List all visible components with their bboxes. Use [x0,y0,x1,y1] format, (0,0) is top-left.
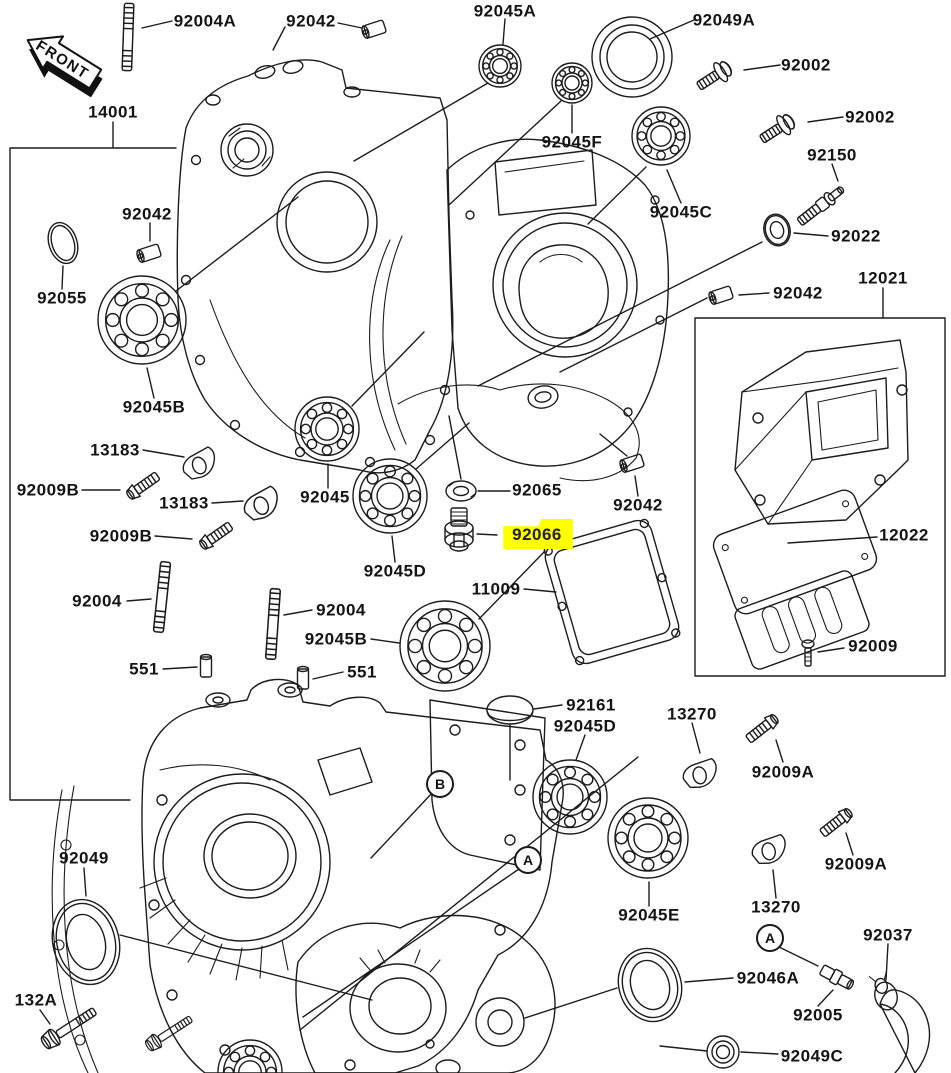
part-label-92009a-2[interactable]: 92009A [824,854,888,874]
part-label-92004-2[interactable]: 92004 [316,600,366,620]
seals-art [47,16,931,1073]
part-label-92004[interactable]: 92004 [72,591,122,611]
reed-valve-box-12021 [694,317,946,677]
part-label-92049[interactable]: 92049 [59,848,109,868]
part-label-92002[interactable]: 92002 [781,55,831,75]
collar-92042-top [359,19,388,40]
seal-92049a [591,16,673,98]
part-label-132a[interactable]: 132A [14,990,58,1010]
screw-92009a-1 [743,711,782,746]
part-label-92045e[interactable]: 92045E [618,905,680,925]
part-label-92037[interactable]: 92037 [863,925,913,945]
part-label-12022[interactable]: 12022 [879,525,929,545]
bearing-92045d-mid [351,457,429,535]
clamp-92037 [868,970,898,1011]
part-label-92009b-2[interactable]: 92009B [89,526,153,546]
part-label-92045[interactable]: 92045 [300,487,350,507]
part-label-92004a[interactable]: 92004A [173,11,237,31]
washer-92022 [763,213,791,247]
fitting-92005 [817,962,857,993]
oring-92055 [47,221,79,265]
crankcase-upper-right-art [397,138,670,482]
seal-92049 [51,898,121,986]
part-label-92045c[interactable]: 92045C [649,202,713,222]
part-label-92005[interactable]: 92005 [793,1005,843,1025]
part-label-551-2[interactable]: 551 [347,662,377,682]
ref-badge-b: B [426,770,454,798]
part-label-11009[interactable]: 11009 [471,579,521,599]
stud-92004a [121,2,135,72]
screw-92009-art [801,639,815,667]
screw-92009b-1 [123,469,163,503]
part-label-92045a[interactable]: 92045A [473,1,537,21]
bolt-92002-2 [755,109,800,150]
stud-92004-mid [264,587,282,661]
seal-92049c [706,1035,740,1069]
part-label-92042-2[interactable]: 92042 [122,204,172,224]
gasket-11009-art [543,518,681,666]
bracket-13270-2 [749,829,788,868]
leader-lines [39,18,889,1055]
bracket-13183-2 [243,485,278,521]
part-label-92045d-2[interactable]: 92045D [553,716,617,736]
part-label-92161[interactable]: 92161 [566,695,616,715]
cap-92065 [445,480,477,502]
hose-art [879,989,931,1073]
part-label-92042-4[interactable]: 92042 [613,495,663,515]
bearing-92045 [293,395,361,463]
screw-92009a-2 [817,805,856,840]
front-arrow: FRONT [26,35,103,98]
crankcase-upper-left-art [176,59,454,474]
bearing-92045c [630,105,692,167]
bracket-13183-1 [182,446,216,480]
part-label-92042[interactable]: 92042 [286,11,336,31]
part-label-13183[interactable]: 13183 [90,440,140,460]
part-label-92022[interactable]: 92022 [831,226,881,246]
part-label-92049a[interactable]: 92049A [692,10,756,30]
bolt-92002-1 [692,56,737,97]
part-label-92042-3[interactable]: 92042 [773,283,823,303]
bearing-92045a [478,44,522,88]
pin-551-left [199,653,213,678]
bearing-92045d-lower [531,758,609,836]
part-label-551[interactable]: 551 [129,659,159,679]
part-label-92049c[interactable]: 92049C [780,1046,844,1066]
bolt-132a [37,1002,101,1053]
bracket-13270-1 [680,753,719,792]
screw-92009b-2 [196,519,236,553]
bearing-92045f [551,62,593,104]
part-label-92045b-2[interactable]: 92045B [304,629,368,649]
bolt-92150 [794,182,848,229]
bearing-92045b-upper [96,274,188,366]
collar-92042-left [134,243,163,264]
ref-badge-a: A [514,846,542,874]
part-label-92009a[interactable]: 92009A [751,762,815,782]
leader-14001 [9,121,177,801]
part-label-92046a[interactable]: 92046A [736,968,800,988]
plug-92066-art [444,507,474,552]
part-label-92045d[interactable]: 92045D [363,561,427,581]
collar-92042-right [706,285,735,306]
stud-92004-left [152,560,172,634]
crankcase-lower-art [51,678,564,1073]
part-label-13270-2[interactable]: 13270 [751,897,801,917]
part-label-13270[interactable]: 13270 [667,704,717,724]
seal-92046a [617,947,683,1023]
part-label-92002-2[interactable]: 92002 [845,107,895,127]
part-label-13183-2[interactable]: 13183 [159,493,209,513]
part-label-92009[interactable]: 92009 [848,636,898,656]
part-label-92045f[interactable]: 92045F [541,132,603,152]
part-label-92065[interactable]: 92065 [512,480,562,500]
part-label-92045b[interactable]: 92045B [122,397,186,417]
bolt-bottom-2 [142,1011,196,1054]
bearing-92045e [606,796,690,880]
part-label-92009b[interactable]: 92009B [16,480,80,500]
part-label-14001[interactable]: 14001 [88,102,138,122]
ref-badge-a-2: A [756,924,784,952]
part-label-12021[interactable]: 12021 [858,268,908,288]
bearing-92045b-lower [398,599,492,693]
part-label-92150[interactable]: 92150 [807,145,857,165]
part-label-92055[interactable]: 92055 [37,288,87,308]
